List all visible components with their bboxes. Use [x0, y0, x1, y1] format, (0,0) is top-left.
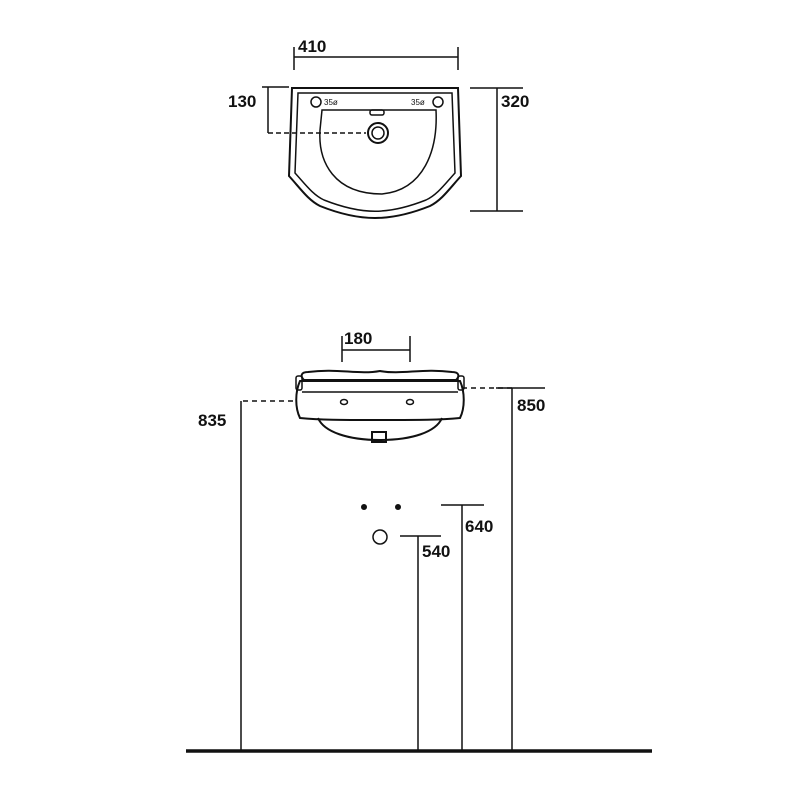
waste-outlet	[371, 431, 387, 443]
left-height-label: 835	[198, 411, 226, 430]
supply-height-label: 640	[465, 517, 493, 536]
top-view: 35ø 35ø 410 320 130	[228, 37, 529, 219]
basin-front-body	[295, 380, 465, 421]
hole-right-label: 35ø	[411, 98, 425, 107]
basin-bowl	[319, 109, 437, 195]
right-height-label: 850	[517, 396, 545, 415]
supply-point-right	[395, 504, 401, 510]
waste-height-label: 540	[422, 542, 450, 561]
supply-point-left	[361, 504, 367, 510]
bracket-left	[295, 375, 303, 391]
tap-hole-left	[310, 96, 322, 108]
fixing-hole-right	[405, 398, 415, 406]
tap-offset-label: 130	[228, 92, 256, 111]
depth-label: 320	[501, 92, 529, 111]
hole-left-label: 35ø	[324, 98, 338, 107]
width-label: 410	[298, 37, 326, 56]
bracket-right	[457, 375, 465, 391]
waste-point	[372, 529, 388, 545]
front-view: 180 835 850 640 540	[186, 329, 652, 753]
front-width-label: 180	[344, 329, 372, 348]
basin-front-rim	[300, 369, 460, 381]
basin-rim-inner	[294, 92, 456, 212]
basin-outline-outer	[287, 87, 463, 219]
overflow-slot	[369, 109, 385, 116]
tap-hole-right	[432, 96, 444, 108]
drain-inner	[371, 126, 385, 140]
drain-outer	[367, 122, 389, 144]
basin-front-bowl	[317, 417, 443, 442]
fixing-hole-left	[339, 398, 349, 406]
